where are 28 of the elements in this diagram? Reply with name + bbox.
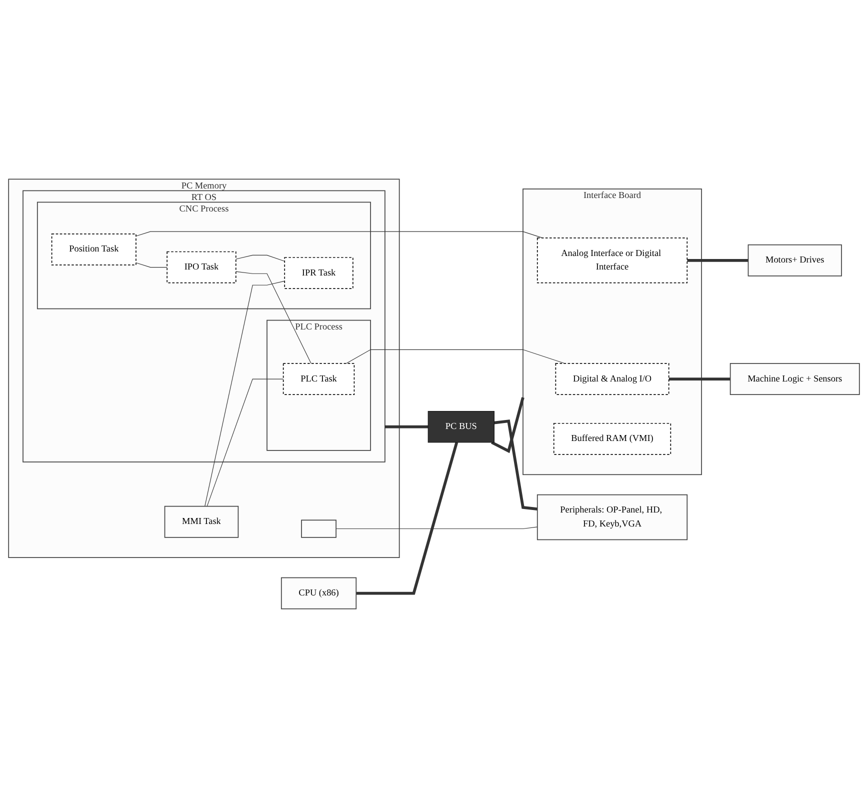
node-box: Buffered RAM (VMI) bbox=[553, 422, 672, 455]
node-box: Position Task bbox=[51, 233, 136, 266]
node-box: PC BUS bbox=[428, 411, 494, 443]
connector bbox=[491, 397, 524, 454]
connector bbox=[356, 442, 458, 595]
connector bbox=[668, 378, 730, 380]
node-box: Machine Logic + Sensors bbox=[730, 363, 860, 395]
node-box: PLC Task bbox=[282, 363, 355, 395]
node-box bbox=[301, 520, 336, 538]
connector bbox=[136, 231, 543, 238]
connector bbox=[346, 349, 566, 364]
node-box: Peripherals: OP-Panel, HD, FD, Keyb,VGA bbox=[536, 494, 688, 540]
node-box: Analog Interface or Digital Interface bbox=[536, 238, 688, 284]
connector bbox=[384, 425, 428, 428]
node-box: Digital & Analog I/O bbox=[555, 363, 670, 395]
connector bbox=[236, 271, 312, 364]
node-box: IPO Task bbox=[166, 251, 236, 284]
node-box: Motors+ Drives bbox=[748, 244, 842, 276]
connector bbox=[687, 258, 748, 262]
connector bbox=[336, 526, 538, 530]
node-box: IPR Task bbox=[284, 257, 354, 290]
connector bbox=[136, 262, 168, 268]
node-box: CPU (x86) bbox=[280, 577, 357, 610]
connector bbox=[206, 378, 284, 507]
connector bbox=[494, 419, 538, 510]
node-box: MMI Task bbox=[164, 506, 239, 538]
connector bbox=[236, 254, 285, 262]
connector bbox=[204, 280, 285, 507]
